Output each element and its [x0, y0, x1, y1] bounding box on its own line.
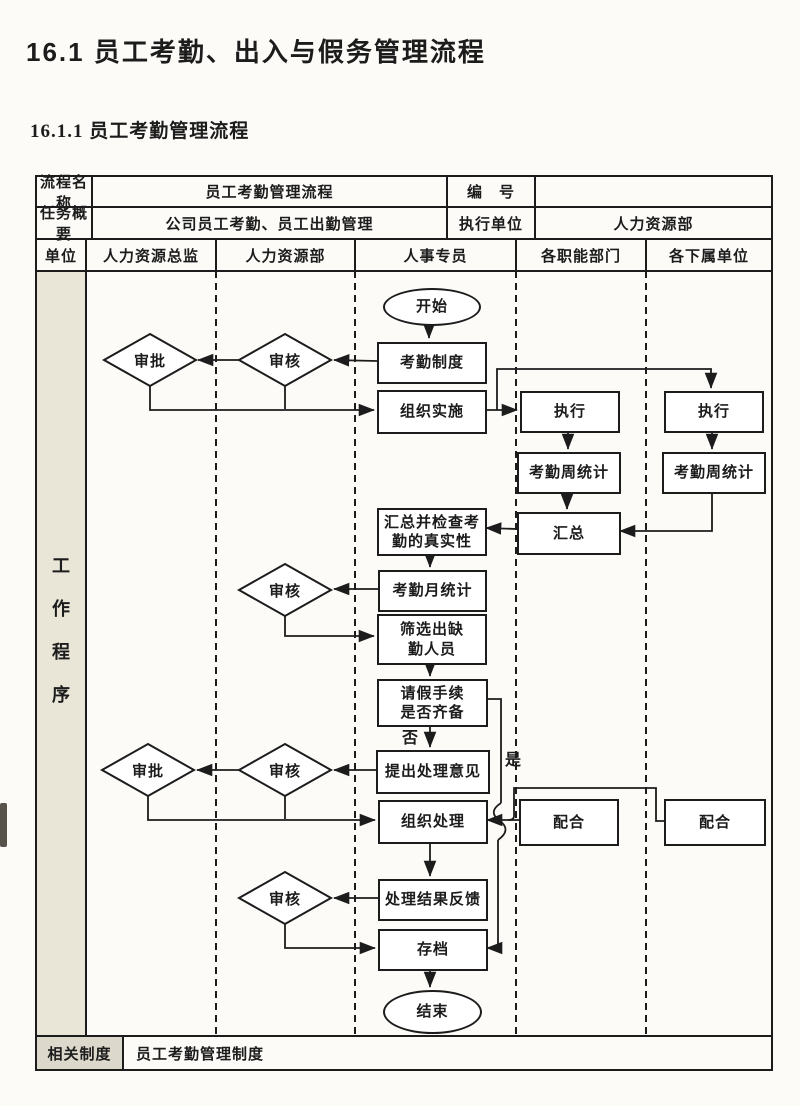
info-row2-value2: 人力资源部 [613, 215, 694, 233]
diamond-review3-label: 审核 [268, 762, 301, 780]
info-row2-label2: 执行单位 [458, 215, 523, 233]
work-procedure-band: 工 作 程 序 [38, 552, 84, 707]
info-row1-label2: 编 号 [466, 184, 515, 201]
band-char: 工 [52, 556, 70, 576]
column-header-hr-dept: 人力资源部 [245, 247, 326, 265]
column-header-unit: 单位 [44, 247, 77, 265]
flow-connectors [147, 322, 719, 988]
flow-node-execute-2: 执行 [664, 391, 764, 433]
diamond-review1-label: 审核 [268, 352, 301, 370]
branch-label-yes: 是 [505, 752, 522, 769]
info-row2-label: 任务概要 [39, 205, 88, 243]
flow-node-execute-1: 执行 [520, 391, 620, 433]
flow-node-leave-procedures-complete: 请假手续 是否齐备 [377, 679, 488, 727]
diamond-review2-label: 审核 [268, 582, 301, 600]
scan-artifact [0, 803, 7, 847]
flow-node-filter-absent: 筛选出缺 勤人员 [377, 614, 487, 665]
footer-value: 员工考勤管理制度 [136, 1045, 265, 1063]
footer-label: 相关制度 [47, 1045, 112, 1063]
page-title: 16.1 员工考勤、出入与假务管理流程 [26, 37, 486, 67]
flow-node-summarize: 汇总 [517, 512, 621, 555]
flow-node-end: 结束 [383, 990, 482, 1034]
flow-node-cooperate-2: 配合 [664, 799, 766, 846]
band-char: 作 [52, 599, 70, 619]
shaded-cells [37, 272, 122, 1069]
diamond-review3-shape [236, 742, 334, 798]
column-header-hr-specialist: 人事专员 [403, 247, 468, 265]
band-char: 序 [52, 685, 70, 705]
table-grid [35, 175, 773, 1071]
column-header-func-depts: 各职能部门 [540, 247, 621, 265]
band-char: 程 [52, 642, 70, 662]
flow-node-attendance-policy: 考勤制度 [377, 342, 487, 384]
flow-node-organize-implementation: 组织实施 [377, 390, 487, 434]
diamond-review1-shape [236, 332, 334, 388]
diamond-approve1-label: 审批 [133, 352, 166, 370]
section-subtitle: 16.1.1 员工考勤管理流程 [30, 121, 250, 142]
swimlane-dividers [215, 271, 647, 1036]
flow-node-start: 开始 [383, 288, 481, 326]
flow-node-cooperate-1: 配合 [519, 799, 619, 846]
diamond-approve2-shape [99, 742, 197, 798]
flow-node-weekly-stats-1: 考勤周统计 [517, 452, 621, 494]
info-row2-value: 公司员工考勤、员工出勤管理 [165, 215, 374, 233]
column-header-subordinate-units: 各下属单位 [668, 247, 749, 265]
diamond-review2-shape [236, 562, 334, 618]
column-header-hr-director: 人力资源总监 [102, 247, 199, 265]
decision-diamonds [99, 332, 334, 926]
flow-node-monthly-stats: 考勤月统计 [378, 570, 487, 612]
flow-node-propose-handling: 提出处理意见 [376, 750, 490, 794]
flow-node-result-feedback: 处理结果反馈 [378, 879, 488, 921]
flow-node-weekly-stats-2: 考勤周统计 [662, 452, 766, 494]
diamond-approve1-shape [101, 332, 199, 388]
branch-label-no: 否 [402, 730, 419, 747]
info-row1-value2 [535, 176, 772, 207]
flow-node-summarize-check: 汇总并检查考 勤的真实性 [377, 508, 487, 556]
diamond-approve2-label: 审批 [131, 762, 164, 780]
diamond-review4-label: 审核 [268, 890, 301, 908]
info-row1-value: 员工考勤管理流程 [205, 184, 334, 201]
diamond-review4-shape [236, 870, 334, 926]
flow-node-archive: 存档 [378, 929, 488, 971]
flow-node-organize-handling: 组织处理 [378, 800, 488, 844]
